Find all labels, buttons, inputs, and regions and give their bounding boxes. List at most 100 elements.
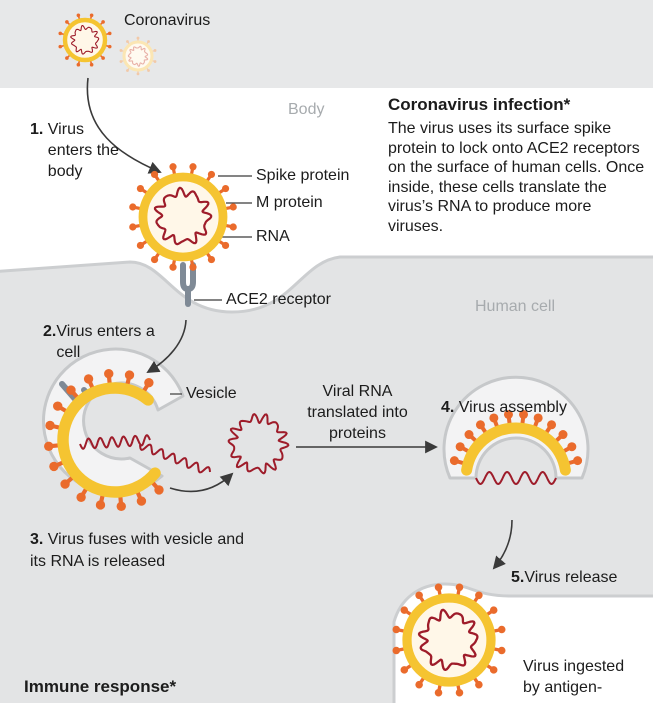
- spike-tip-icon: [475, 680, 483, 689]
- rna-strand-icon: [139, 443, 211, 474]
- spike-tip-icon: [207, 170, 216, 179]
- spike-tip-icon: [573, 456, 583, 466]
- spike-tip-icon: [76, 62, 81, 67]
- spike-tip-icon: [150, 170, 159, 179]
- spike-tip-icon: [434, 583, 443, 592]
- spike-tip-icon: [95, 500, 106, 510]
- spike-tip-icon: [400, 666, 409, 674]
- virus-envelope-icon: [57, 382, 161, 498]
- spike-tip-icon: [45, 420, 55, 431]
- spike-tip-icon: [558, 430, 568, 440]
- spike-tip-icon: [147, 40, 150, 43]
- virion-releasing: [392, 583, 506, 697]
- step-1-number: 1.: [30, 121, 44, 138]
- spike-tip-icon: [489, 606, 498, 614]
- spike-tip-icon: [392, 625, 401, 634]
- spike-tip-icon: [58, 31, 63, 36]
- spike-tip-icon: [455, 688, 464, 697]
- spike-tip-icon: [189, 263, 197, 271]
- arrow-release: [492, 519, 513, 570]
- spike-tip-icon: [126, 40, 129, 43]
- spike-tip-icon: [415, 680, 423, 689]
- spike-tip-icon: [169, 263, 177, 271]
- spike-tip-icon: [65, 56, 69, 60]
- spike-tip-icon: [126, 69, 129, 72]
- spike-tip-icon: [475, 591, 483, 600]
- spike-tip-icon: [119, 49, 123, 52]
- step-5-number: 5.: [511, 569, 525, 586]
- immune-response-title: Immune response*: [24, 677, 177, 696]
- arrow-enter-body: [86, 77, 162, 174]
- spike-tip-icon: [129, 203, 137, 211]
- spike-tip-icon: [154, 485, 164, 495]
- spike-tip-icon: [497, 625, 506, 634]
- step-3-text: Virus fuses with vesicle and its RNA is …: [30, 531, 245, 570]
- info-body: The virus uses its surface spike protein…: [388, 120, 645, 235]
- step-5-text: Virus release: [524, 569, 618, 586]
- step-4-number: 4.: [441, 399, 455, 416]
- spike-tip-icon: [392, 646, 401, 655]
- spike-tip-icon: [455, 442, 465, 452]
- step-1: 1. Virus enters the body: [30, 119, 130, 182]
- spike-tip-icon: [497, 646, 506, 655]
- spike-tip-icon: [489, 413, 499, 423]
- spike-tip-icon: [60, 479, 70, 489]
- outside-band: [0, 0, 653, 88]
- label-body-region: Body: [288, 101, 325, 118]
- step-2-number: 2.: [43, 323, 57, 340]
- spike-tip-icon: [519, 409, 529, 419]
- spike-tip-icon: [101, 56, 105, 60]
- step-3-number: 3.: [30, 531, 44, 548]
- spike-tip-icon: [136, 72, 140, 76]
- virus-envelope-icon: [402, 593, 496, 687]
- spike-tip-icon: [147, 69, 150, 72]
- spike-tip-icon: [136, 184, 145, 193]
- rna-strand-icon: [153, 186, 213, 246]
- coronavirus-faded-icon: [119, 36, 157, 76]
- step-4-text: Virus assembly: [458, 399, 567, 416]
- label-m-protein: M protein: [256, 194, 323, 211]
- spike-tip-icon: [76, 13, 81, 18]
- spike-tip-icon: [229, 203, 237, 211]
- step-4: 4. Virus assembly: [441, 397, 567, 418]
- spike-tip-icon: [153, 49, 157, 52]
- spike-tip-icon: [136, 36, 140, 40]
- spike-tip-icon: [533, 413, 543, 423]
- spike-tip-icon: [65, 20, 69, 24]
- spike-tip-icon: [89, 13, 94, 18]
- spike-tip-icon: [89, 62, 94, 67]
- spike-tip-icon: [119, 60, 123, 63]
- spike-tip-icon: [144, 378, 154, 388]
- virus-envelope-icon: [461, 422, 571, 476]
- spike-tip-icon: [449, 456, 459, 466]
- label-vesicle: Vesicle: [186, 385, 237, 402]
- step-2: 2.Virus enters a cell: [43, 321, 173, 363]
- spike-tip-icon: [107, 44, 112, 49]
- spike-tip-icon: [76, 492, 86, 502]
- spike-tip-icon: [434, 688, 443, 697]
- spike-tip-icon: [136, 496, 147, 506]
- spike-tip-icon: [150, 255, 159, 264]
- spike-tip-icon: [475, 420, 485, 430]
- virus-envelope-icon: [62, 17, 108, 63]
- arrow-enter-cell: [146, 319, 187, 373]
- virion-entering-body: [129, 163, 237, 271]
- released-rna-icon: [227, 413, 290, 475]
- spike-tip-icon: [229, 223, 237, 231]
- label-coronavirus: Coronavirus: [124, 12, 211, 29]
- label-spike-protein: Spike protein: [256, 167, 350, 184]
- spike-tip-icon: [107, 31, 112, 36]
- spike-tip-icon: [489, 666, 498, 674]
- virion-in-vesicle: [44, 369, 211, 511]
- spike-tip-icon: [503, 409, 513, 419]
- spike-tip-icon: [455, 583, 464, 592]
- rna-strand-icon: [79, 434, 151, 450]
- spike-tip-icon: [66, 385, 76, 395]
- rna-loop-icon: [227, 413, 290, 475]
- spike-tip-icon: [124, 370, 135, 380]
- rna-strand-icon: [70, 25, 100, 55]
- step-5: 5.Virus release: [511, 567, 617, 588]
- spike-tip-icon: [136, 241, 145, 250]
- arrow-rna-release: [169, 472, 234, 493]
